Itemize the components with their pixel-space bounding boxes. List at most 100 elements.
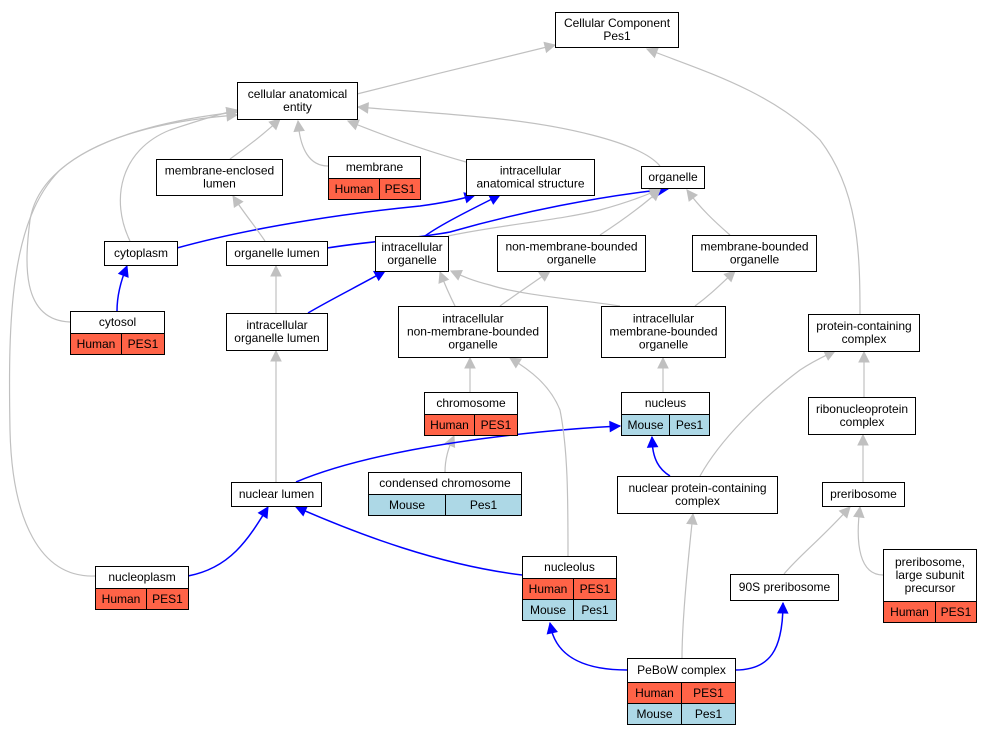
edge-is-a-17 [270, 264, 282, 313]
node-label: intracellular [381, 240, 442, 254]
species-label: Mouse [530, 603, 566, 617]
node-label: membrane-enclosed [165, 164, 274, 178]
node-label: entity [283, 100, 312, 114]
arrowhead [464, 356, 476, 369]
edge-is-a-4 [346, 119, 467, 163]
node-label: organelle lumen [234, 331, 319, 345]
edge-part-of-12 [424, 194, 501, 237]
species-label: Human [102, 592, 141, 606]
arrowhead [686, 189, 698, 202]
node-label: cytosol [99, 315, 136, 329]
node-label: PeBoW complex [637, 663, 726, 677]
gene-label: PES1 [152, 592, 183, 606]
edge-is-a-7 [26, 107, 239, 323]
arrowhead [270, 349, 282, 362]
node-nuclear-lumen[interactable]: nuclear lumen [231, 482, 322, 507]
edge-part-of-18 [307, 270, 386, 314]
edge-part-of-16 [116, 264, 129, 312]
node-label: membrane [346, 160, 404, 174]
gene-label: PES1 [385, 182, 416, 196]
node-label: intracellular [500, 164, 561, 178]
node-label: complex [675, 494, 720, 508]
node-label: membrane-bounded [609, 325, 717, 339]
node-intracellular-non-membrane-bounded-organelle[interactable]: intracellularnon-membrane-boundedorganel… [398, 306, 548, 358]
node-label: intracellular [246, 318, 307, 332]
edge-is-a-0 [356, 41, 557, 95]
gene-label: PES1 [128, 337, 159, 351]
arrowhead [776, 601, 789, 614]
arrowhead [723, 270, 736, 283]
edge-is-a-35 [783, 506, 851, 575]
node-organelle-lumen[interactable]: organelle lumen [226, 241, 328, 266]
node-label: nuclear protein-containing [628, 481, 766, 495]
annotation-row-mouse: Mouse Pes1 [522, 599, 617, 621]
edge-is-a-28 [270, 349, 282, 482]
node-organelle[interactable]: organelle [641, 166, 705, 189]
node-cytoplasm[interactable]: cytoplasm [104, 241, 178, 266]
edge-is-a-19 [438, 270, 456, 307]
arrowhead [853, 505, 865, 519]
arrowhead [226, 110, 239, 122]
species-label: Human [430, 418, 469, 432]
node-label: anatomical structure [476, 177, 584, 191]
edge-is-a-8 [8, 110, 239, 577]
node-label: lumen [203, 177, 236, 191]
node-label: intracellular [442, 312, 503, 326]
node-label: chromosome [436, 396, 506, 410]
node-preribosome-90s[interactable]: 90S preribosome [730, 574, 839, 601]
node-preribosome[interactable]: preribosome [822, 482, 905, 507]
arrowhead [117, 264, 129, 278]
node-label: organelle [387, 253, 437, 267]
edge-is-a-37 [681, 512, 698, 659]
arrowhead [543, 41, 557, 54]
arrowhead [444, 434, 456, 448]
edge-part-of-30 [646, 435, 671, 477]
node-label: organelle [448, 338, 498, 352]
edge-is-a-5 [356, 102, 661, 167]
species-label: Mouse [389, 498, 425, 512]
arrowhead [293, 119, 305, 133]
species-label: Human [890, 605, 929, 619]
node-label: membrane-bounded [700, 240, 808, 254]
arrowhead [609, 420, 622, 433]
node-label: 90S preribosome [739, 580, 831, 594]
edge-is-a-15 [686, 189, 731, 236]
node-label: complex [842, 332, 887, 346]
arrowhead [538, 270, 551, 282]
edge-is-a-1 [645, 47, 861, 315]
arrowhead [509, 357, 522, 369]
edge-is-a-22 [694, 270, 736, 307]
edge-part-of-32 [187, 506, 269, 577]
gene-label: Pes1 [581, 603, 609, 617]
gene-label: Pes1 [676, 418, 704, 432]
edge-is-a-14 [599, 189, 661, 236]
